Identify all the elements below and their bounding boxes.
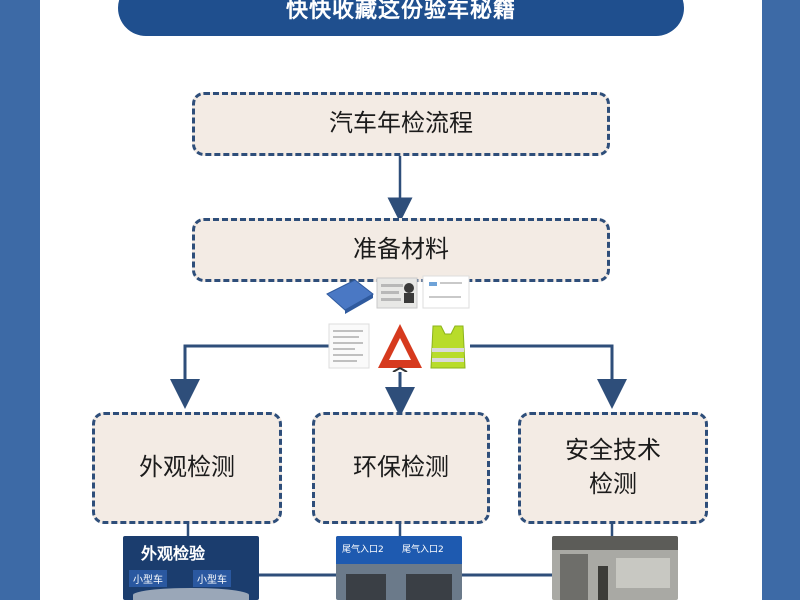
photo-lane-label-2: 小型车	[193, 570, 231, 587]
branch-label-emission: 环保检测	[353, 453, 449, 482]
materials-icons	[325, 272, 475, 373]
infographic-panel: 快快收藏这份验车秘籍 汽车年检流程 准备材料	[40, 0, 762, 600]
photo-appearance-inspection: 外观检验 小型车 小型车	[123, 536, 259, 600]
arrow-to-appearance	[170, 344, 330, 409]
branch-box-emission: 环保检测	[312, 412, 490, 524]
photo-lane-label-1: 小型车	[129, 570, 167, 587]
step-label-inspection-process: 汽车年检流程	[329, 109, 473, 138]
photo-emission-inspection: 尾气入口2 尾气入口2	[336, 536, 462, 600]
photo-sign-appearance: 外观检验	[141, 544, 206, 563]
driving-license-icon	[326, 279, 374, 314]
step-label-prepare-materials: 准备材料	[353, 235, 449, 264]
branch-box-appearance: 外观检测	[92, 412, 282, 524]
insurance-paper-icon	[328, 323, 370, 369]
photo-safety-inspection	[552, 536, 678, 600]
document-card-icon	[422, 275, 470, 309]
reflective-vest-icon	[430, 325, 466, 369]
step-box-inspection-process: 汽车年检流程	[192, 92, 610, 156]
branch-label-safety: 安全技术 检测	[565, 436, 661, 498]
header-title: 快快收藏这份验车秘籍	[285, 0, 516, 23]
header-banner: 快快收藏这份验车秘籍	[118, 0, 684, 36]
branch-box-safety: 安全技术 检测	[518, 412, 708, 524]
branch-label-appearance: 外观检测	[139, 453, 235, 482]
photo-sign-emission-left: 尾气入口2	[342, 545, 384, 555]
photo-sign-emission-right: 尾气入口2	[402, 545, 444, 555]
arrow-to-safety	[470, 344, 627, 409]
id-card-icon	[376, 277, 418, 309]
warning-triangle-icon	[378, 324, 422, 373]
